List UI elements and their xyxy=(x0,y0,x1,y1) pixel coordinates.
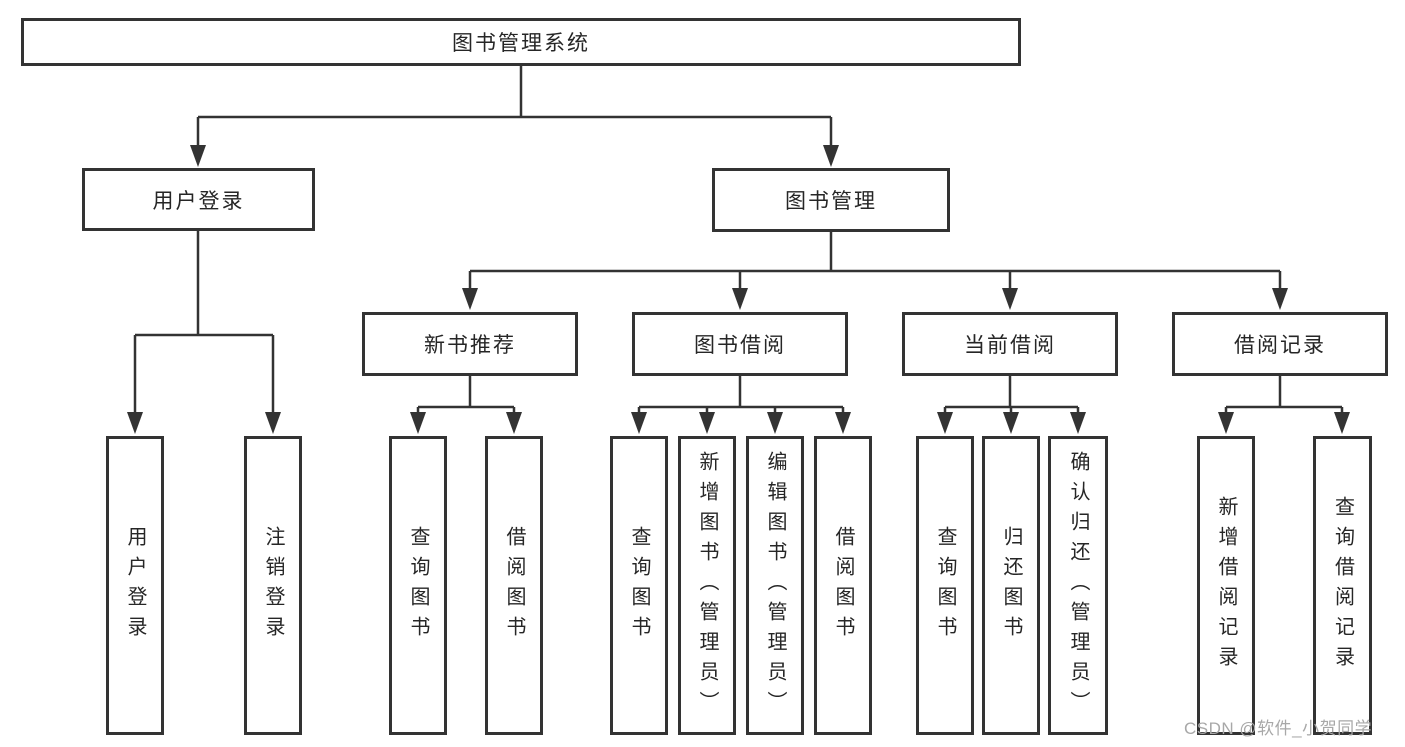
node-current-borrow: 当前借阅 xyxy=(902,312,1118,376)
leaf-query-borrow-record: 查询借阅记录 xyxy=(1313,436,1372,735)
node-book-management-label: 图书管理 xyxy=(785,190,877,213)
leaf-borrow-books: 借阅图书 xyxy=(814,436,872,735)
leaf-user-login: 用户登录 xyxy=(106,436,164,735)
watermark: CSDN @软件_小贺同学 xyxy=(1184,719,1373,738)
node-borrow-records: 借阅记录 xyxy=(1172,312,1388,376)
leaf-add-borrow-record: 新增借阅记录 xyxy=(1197,436,1255,735)
leaf-borrow-books-recommend: 借阅图书 xyxy=(485,436,543,735)
leaf-return-books: 归还图书 xyxy=(982,436,1040,735)
leaf-logout: 注销登录 xyxy=(244,436,302,735)
node-library-system-label: 图书管理系统 xyxy=(452,32,590,55)
leaf-edit-books-admin: 编辑图书（管理员） xyxy=(746,436,804,735)
node-borrow-records-label: 借阅记录 xyxy=(1234,334,1326,357)
node-book-borrow: 图书借阅 xyxy=(632,312,848,376)
leaf-add-books-admin: 新增图书（管理员） xyxy=(678,436,736,735)
node-user-login-label: 用户登录 xyxy=(152,189,245,213)
node-book-borrow-label: 图书借阅 xyxy=(694,334,786,357)
leaf-query-books-borrow: 查询图书 xyxy=(610,436,668,735)
node-new-book-recommend-label: 新书推荐 xyxy=(424,334,516,357)
node-library-system: 图书管理系统 xyxy=(21,18,1021,66)
leaf-query-books-current: 查询图书 xyxy=(916,436,974,735)
node-current-borrow-label: 当前借阅 xyxy=(964,334,1056,357)
leaf-query-books-recommend: 查询图书 xyxy=(389,436,447,735)
leaf-confirm-return-admin: 确认归还（管理员） xyxy=(1048,436,1108,735)
node-new-book-recommend: 新书推荐 xyxy=(362,312,578,376)
node-user-login: 用户登录 xyxy=(82,168,315,231)
node-book-management: 图书管理 xyxy=(712,168,950,232)
